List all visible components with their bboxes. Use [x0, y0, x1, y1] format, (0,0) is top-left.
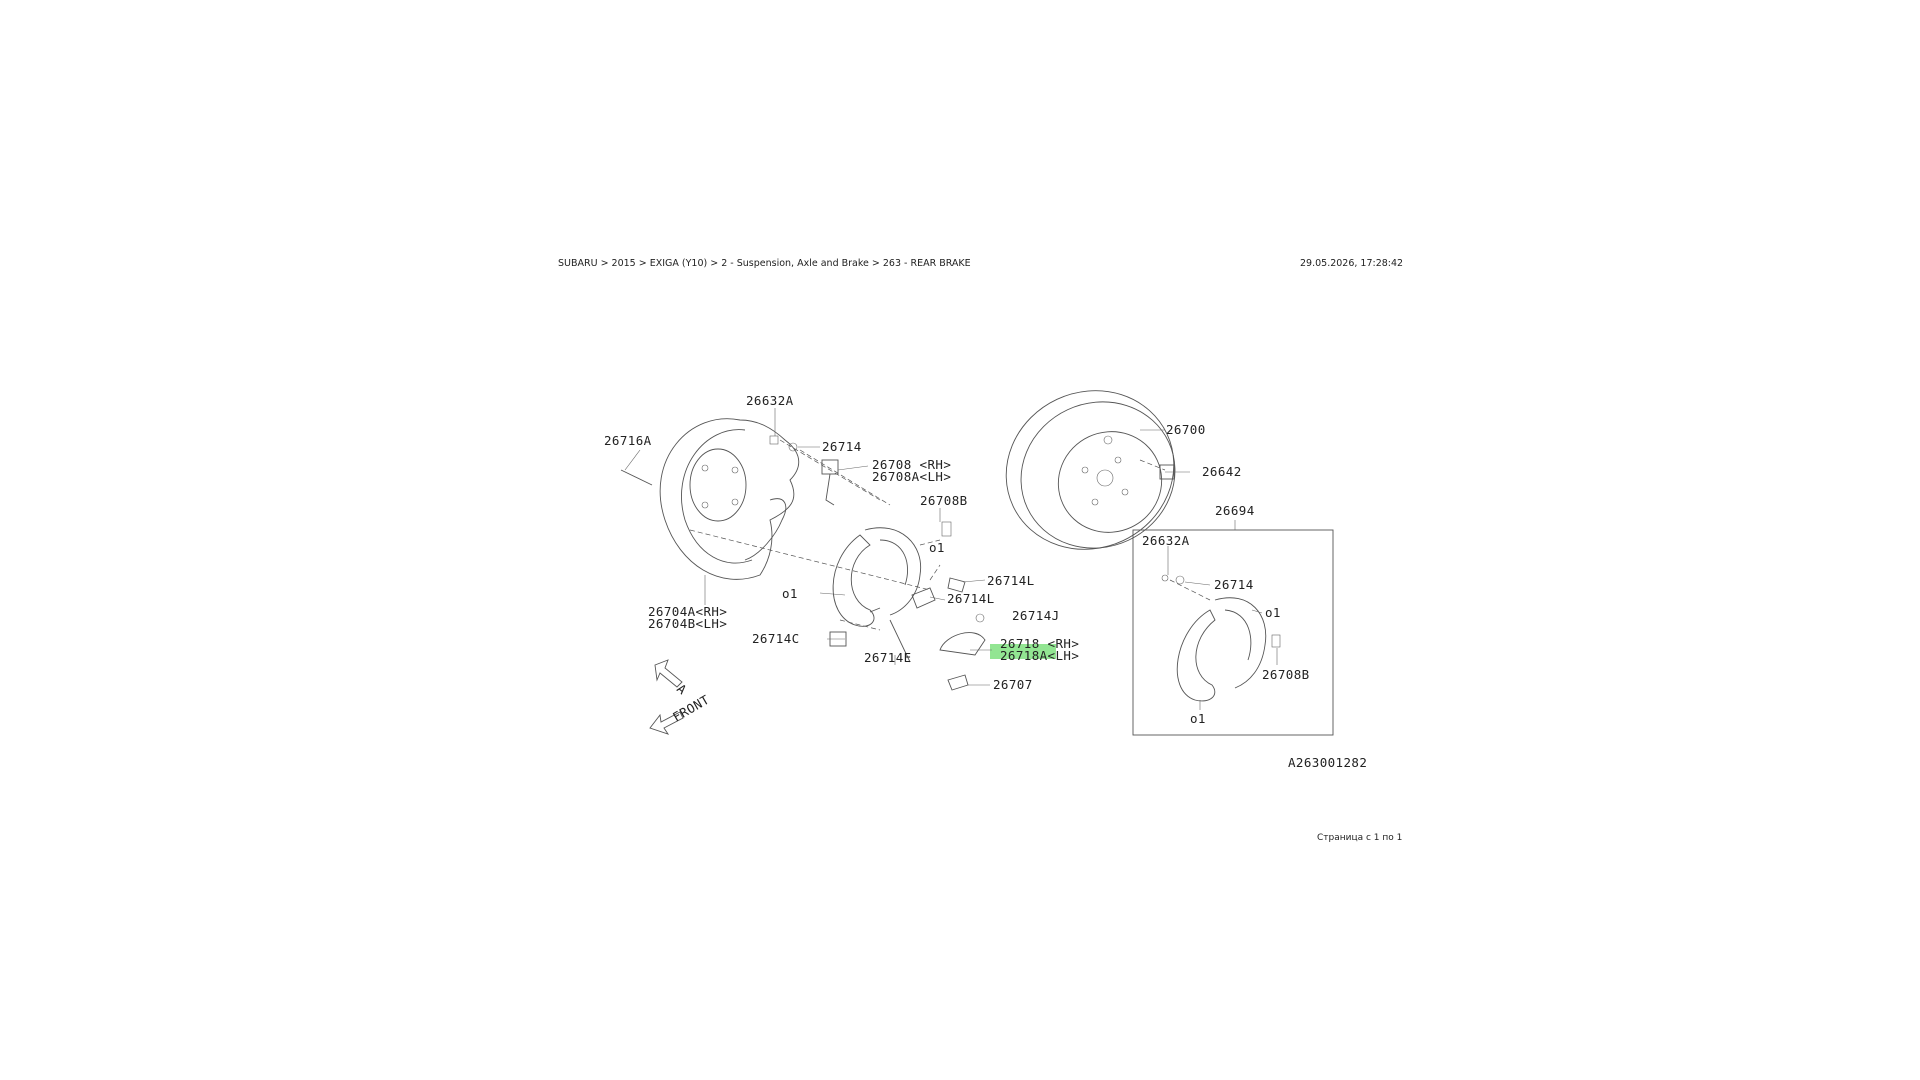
small-parts-drawing: [620, 435, 1281, 691]
kit-box-26694: [1132, 529, 1334, 736]
label-26704A-rh: 26704A<RH>: [648, 604, 727, 619]
label-o1-c: o1: [1265, 605, 1281, 620]
label-26632A-kit: 26632A: [1142, 533, 1190, 548]
leader-lines: [624, 408, 1278, 710]
label-26700: 26700: [1166, 422, 1206, 437]
direction-arrows: [649, 659, 684, 735]
label-26708A-lh: 26708A<LH>: [872, 469, 951, 484]
page-counter: Страница с 1 по 1: [1317, 833, 1403, 843]
label-26714L-upper: 26714L: [987, 573, 1035, 588]
print-datetime: 29.05.2026, 17:28:42: [1300, 258, 1404, 269]
label-arrow-a: A: [674, 681, 690, 698]
highlight-marker: [990, 644, 1056, 659]
backing-plate-drawing: [659, 418, 800, 580]
label-26714L-lower: 26714L: [947, 591, 995, 606]
kit-shoe-drawing: [1176, 597, 1267, 702]
label-26694: 26694: [1215, 503, 1255, 518]
label-26642: 26642: [1202, 464, 1242, 479]
label-26714: 26714: [822, 439, 862, 454]
label-26714J: 26714J: [1012, 608, 1060, 623]
label-26632A: 26632A: [746, 393, 794, 408]
breadcrumb: SUBARU > 2015 > EXIGA (Y10) > 2 - Suspen…: [558, 258, 971, 269]
diagram-reference-code: A263001282: [1288, 755, 1367, 770]
label-26714E: 26714E: [864, 650, 912, 665]
brake-shoe-drawing: [832, 527, 922, 627]
label-26708B-kit: 26708B: [1262, 667, 1310, 682]
label-front: FRONT: [670, 692, 712, 725]
label-26708B: 26708B: [920, 493, 968, 508]
label-26707: 26707: [993, 677, 1033, 692]
assembly-dashed-lines: [689, 439, 1211, 631]
label-o1-d: o1: [1190, 711, 1206, 726]
part-labels: 26632A 26716A 26714 26708 <RH> 26708A<LH…: [604, 393, 1367, 770]
label-o1-a: o1: [929, 540, 945, 555]
label-26708-rh: 26708 <RH>: [872, 457, 951, 472]
label-26714C: 26714C: [752, 631, 800, 646]
label-26714-kit: 26714: [1214, 577, 1254, 592]
label-26704B-lh: 26704B<LH>: [648, 616, 727, 631]
label-26718A-lh: 26718A<LH>: [1000, 648, 1079, 663]
brake-drum-drawing: [1005, 390, 1176, 550]
label-26718-rh: 26718 <RH>: [1000, 636, 1079, 651]
label-26716A: 26716A: [604, 433, 652, 448]
label-o1-b: o1: [782, 586, 798, 601]
